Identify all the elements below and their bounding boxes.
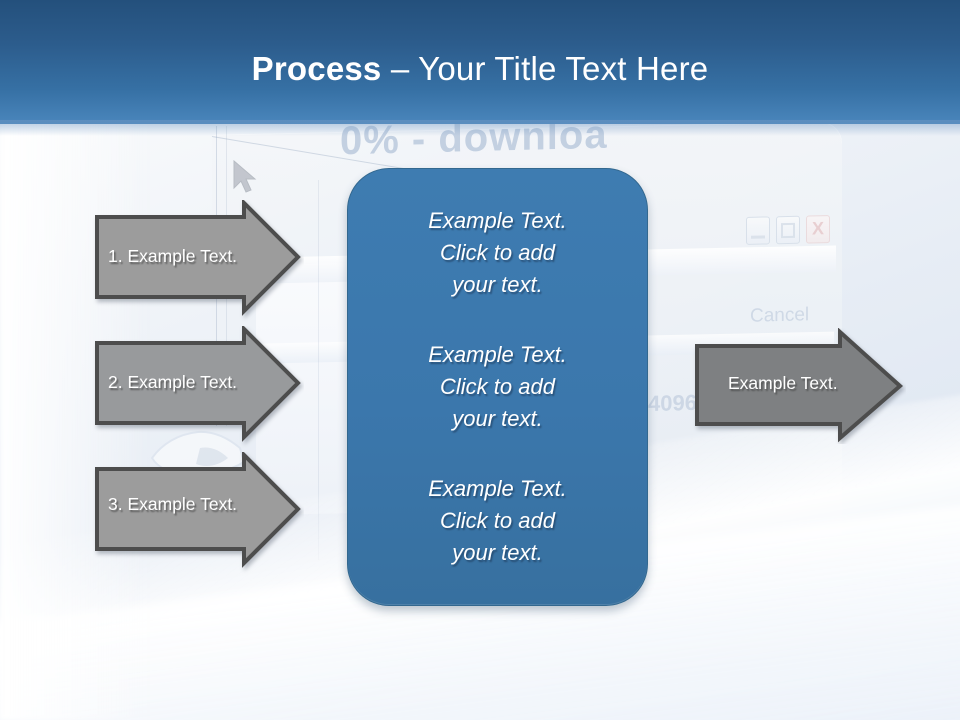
input-arrow-3[interactable]: [92, 452, 304, 574]
maximize-icon: [776, 215, 800, 245]
center-paragraph-3: Example Text. Click to add your text.: [428, 476, 567, 565]
background-cursor-icon: [233, 160, 257, 193]
title-banner: Process – Your Title Text Here: [0, 0, 960, 136]
background-cancel-text: Cancel: [750, 304, 810, 327]
page-title-strong: Process: [251, 50, 382, 87]
center-paragraph-1: Example Text. Click to add your text.: [428, 208, 567, 297]
center-content-panel[interactable]: Example Text. Click to add your text. Ex…: [347, 168, 648, 606]
close-icon: X: [806, 215, 830, 244]
background-window-controls: X: [746, 215, 830, 245]
minimize-icon: [746, 216, 770, 245]
background-vertical-line-mid: [318, 180, 319, 560]
input-arrow-1[interactable]: [92, 200, 304, 322]
page-title-rest: – Your Title Text Here: [381, 50, 709, 87]
input-arrow-2[interactable]: [92, 326, 304, 448]
center-paragraph-2: Example Text. Click to add your text.: [428, 342, 567, 431]
page-title: Process – Your Title Text Here: [0, 50, 960, 88]
output-arrow[interactable]: [692, 328, 906, 444]
